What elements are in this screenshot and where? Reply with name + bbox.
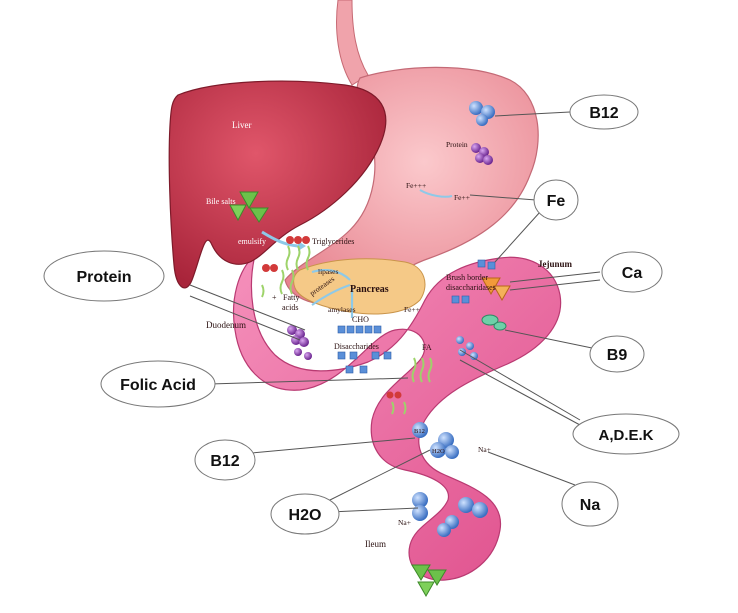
- disaccharides-label: Disaccharides: [334, 342, 379, 351]
- callout-na-label: Na: [580, 497, 601, 514]
- small-intestine: [232, 253, 562, 581]
- fa-molecules: [386, 357, 433, 415]
- b9-molecule: [481, 314, 499, 326]
- h2o-molecule-label: H2O: [432, 448, 445, 455]
- callout-protein-label: Protein: [76, 269, 131, 286]
- liver-label: Liver: [232, 120, 252, 130]
- callout-b12-bottom-label: B12: [210, 453, 239, 470]
- callout-na: [561, 481, 619, 527]
- calcium-triangles: [481, 277, 511, 302]
- duodenum-label: Duodenum: [206, 320, 246, 330]
- protein-molecules-duodenum: [287, 325, 312, 360]
- amylases-label: amylases: [328, 305, 356, 314]
- callout-h2o: [270, 493, 340, 535]
- fatty-acids-label: Fatty: [283, 293, 299, 302]
- callout-lines: [189, 111, 601, 513]
- callout-b9: [589, 335, 645, 373]
- bile-salts-triangles: [229, 191, 269, 223]
- cho-label: CHO: [352, 315, 369, 324]
- protein-small-label: Protein: [446, 140, 468, 149]
- bile-salts-label: Bile salts: [206, 197, 236, 206]
- disaccharide-molecules: [337, 259, 496, 374]
- brush-border-label: Brush border: [446, 273, 488, 282]
- callout-b12-top: [569, 94, 639, 130]
- fatty-acid-molecules: [261, 264, 295, 298]
- ileum-label: Ileum: [365, 539, 386, 549]
- triglyceride-molecules: [285, 236, 311, 271]
- adek-molecules: [456, 336, 478, 360]
- b12-h2o-molecules-jejunum: [412, 422, 459, 459]
- ileum-bile-salt-triangles: [411, 564, 447, 598]
- na-small-label-1: Na+: [478, 445, 491, 454]
- callout-adek-label: A,D.E.K: [598, 427, 653, 444]
- fe-arrow: [419, 189, 453, 198]
- protein-molecules-stomach: [471, 143, 493, 165]
- fe2-label: Fe++: [454, 193, 470, 202]
- b12-molecule-label: B12: [414, 428, 425, 435]
- pancreas: [293, 258, 426, 315]
- callout-fe: [533, 179, 579, 221]
- callout-folic-acid: [100, 360, 216, 408]
- na-small-label-2: Na+: [398, 518, 411, 527]
- fe2-lower-label: Fe++: [404, 305, 420, 314]
- callout-folic-acid-label: Folic Acid: [120, 377, 196, 394]
- pancreas-label: Pancreas: [350, 284, 389, 295]
- callout-ca-label: Ca: [622, 265, 643, 282]
- fa-label: FA: [422, 343, 432, 352]
- b9-molecule-2: [493, 321, 507, 331]
- callout-b12-top-label: B12: [589, 105, 618, 122]
- fatty-acids-label-2: acids: [282, 303, 298, 312]
- callout-ca: [601, 251, 663, 293]
- callout-protein: [43, 250, 165, 302]
- lipases-label: lipases: [318, 267, 338, 276]
- fatty-acids-plus: +: [272, 293, 277, 302]
- disaccharidases-label: disaccharidases: [446, 283, 496, 292]
- callout-adek: [572, 413, 680, 455]
- callout-b12-bottom: [194, 439, 256, 481]
- emulsify-label: emulsify: [238, 237, 266, 246]
- fe3-label: Fe+++: [406, 181, 426, 190]
- b12-h2o-molecules-ileum: [412, 492, 488, 537]
- b12-molecules-stomach: [469, 101, 495, 126]
- triglycerides-label: Triglycerides: [312, 237, 354, 246]
- callout-b9-label: B9: [607, 347, 628, 364]
- callout-fe-label: Fe: [547, 193, 566, 210]
- callout-h2o-label: H2O: [289, 507, 322, 524]
- jejunum-label: Jejunum: [538, 259, 573, 269]
- bile-flow-arrow: [261, 230, 299, 248]
- esophagus: [336, 0, 369, 86]
- liver: [168, 80, 387, 289]
- enzyme-arrows: [311, 269, 354, 318]
